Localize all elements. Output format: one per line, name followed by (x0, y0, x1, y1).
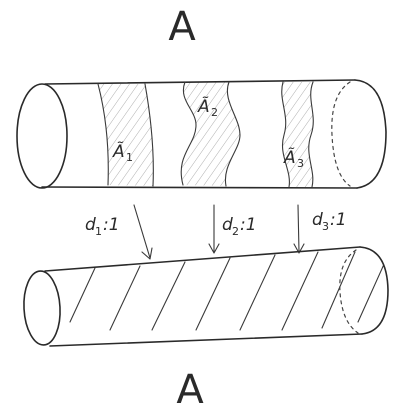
map-3-degree: :1 (330, 210, 347, 230)
map-1-degree: :1 (103, 215, 120, 235)
map-1-name: d (85, 215, 96, 235)
sheet-2-region (181, 82, 240, 186)
map-3-name: d (312, 210, 323, 230)
top-space-label: A (168, 4, 196, 50)
sheet-3-region (281, 82, 314, 187)
map-arrow-1: d 1 :1 (85, 204, 153, 260)
map-2-name: d (222, 215, 233, 235)
sheet-1-region (98, 84, 154, 186)
map-arrow-3: d 3 :1 (293, 204, 347, 254)
bottom-hatching (69, 251, 386, 331)
map-1-index: 1 (95, 225, 102, 238)
bottom-space-label: A (176, 367, 204, 411)
top-cylinder-hidden-edge (331, 81, 351, 187)
bottom-cylinder-hidden-edge (339, 249, 359, 334)
top-cylinder-left-end (16, 83, 68, 189)
sheet-2-letter: Ã (197, 95, 210, 117)
sheet-3-index: 3 (297, 157, 304, 170)
sheet-label-3: Ã 3 (283, 146, 304, 170)
sheet-1-index: 1 (126, 151, 133, 164)
bottom-cylinder (23, 246, 389, 347)
sheet-3-letter: Ã (283, 146, 296, 168)
sheet-1-letter: Ã (112, 140, 125, 162)
map-2-degree: :1 (240, 215, 257, 235)
map-3-index: 3 (322, 220, 329, 233)
bottom-cylinder-left-end (23, 270, 61, 346)
sheet-2-index: 2 (211, 106, 218, 119)
map-2-index: 2 (232, 225, 239, 238)
sheet-label-1: Ã 1 (112, 140, 133, 164)
map-arrow-2: d 2 :1 (208, 204, 257, 254)
top-cylinder (16, 79, 387, 189)
sheet-label-2: Ã 2 (197, 95, 218, 119)
